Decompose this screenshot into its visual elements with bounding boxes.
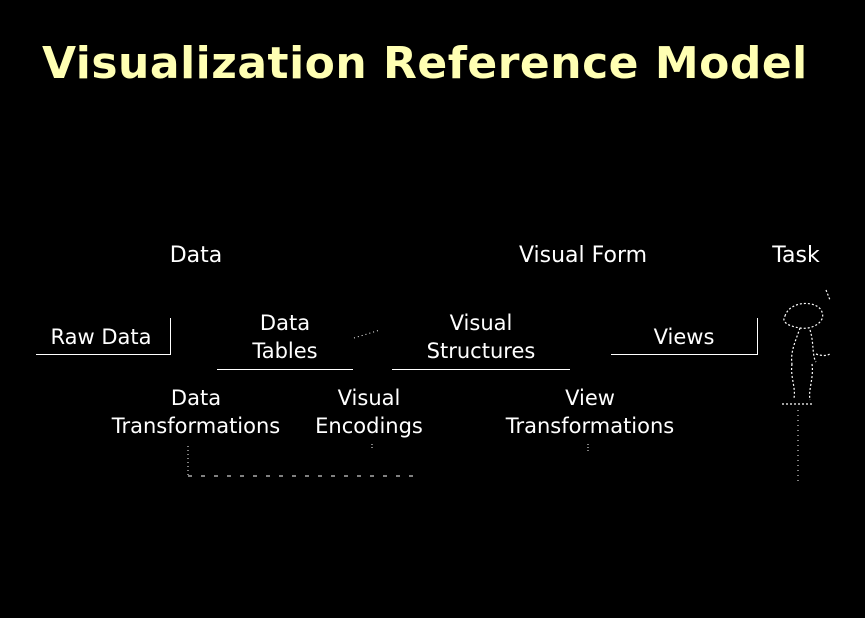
node-visual-structures-line2: Structures xyxy=(426,339,536,363)
node-data-tables-line2: Tables xyxy=(252,339,318,363)
transform-view-transformations: View Transformations xyxy=(494,384,686,440)
connector-data-to-visual xyxy=(353,329,381,339)
views-box xyxy=(611,318,758,355)
transform-data-transformations: Data Transformations xyxy=(100,384,292,440)
transform-visual-encodings-line1: Visual xyxy=(337,386,401,410)
transform-visual-encodings-line2: Encodings xyxy=(315,414,423,438)
raw-data-box xyxy=(36,318,171,355)
section-header-task: Task xyxy=(772,243,820,268)
section-header-data: Data xyxy=(169,243,223,268)
transform-data-transformations-line1: Data xyxy=(170,386,222,410)
transform-view-transformations-line1: View xyxy=(565,386,615,410)
data-tables-box xyxy=(217,369,353,370)
node-views: Views xyxy=(653,325,715,349)
page-title: Visualization Reference Model xyxy=(42,38,808,89)
transform-data-transformations-line2: Transformations xyxy=(111,414,281,438)
node-visual-structures: Visual Structures xyxy=(400,309,562,365)
node-visual-structures-line1: Visual xyxy=(449,311,513,335)
section-header-visual-form: Visual Form xyxy=(518,243,648,268)
node-raw-data: Raw Data xyxy=(50,325,152,349)
transform-view-transformations-line2: Transformations xyxy=(505,414,675,438)
node-data-tables: Data Tables xyxy=(222,309,348,365)
visual-structures-box xyxy=(392,369,570,370)
transform-visual-encodings: Visual Encodings xyxy=(304,384,434,440)
stick-figure-user-icon xyxy=(782,289,831,405)
node-data-tables-line1: Data xyxy=(259,311,311,335)
